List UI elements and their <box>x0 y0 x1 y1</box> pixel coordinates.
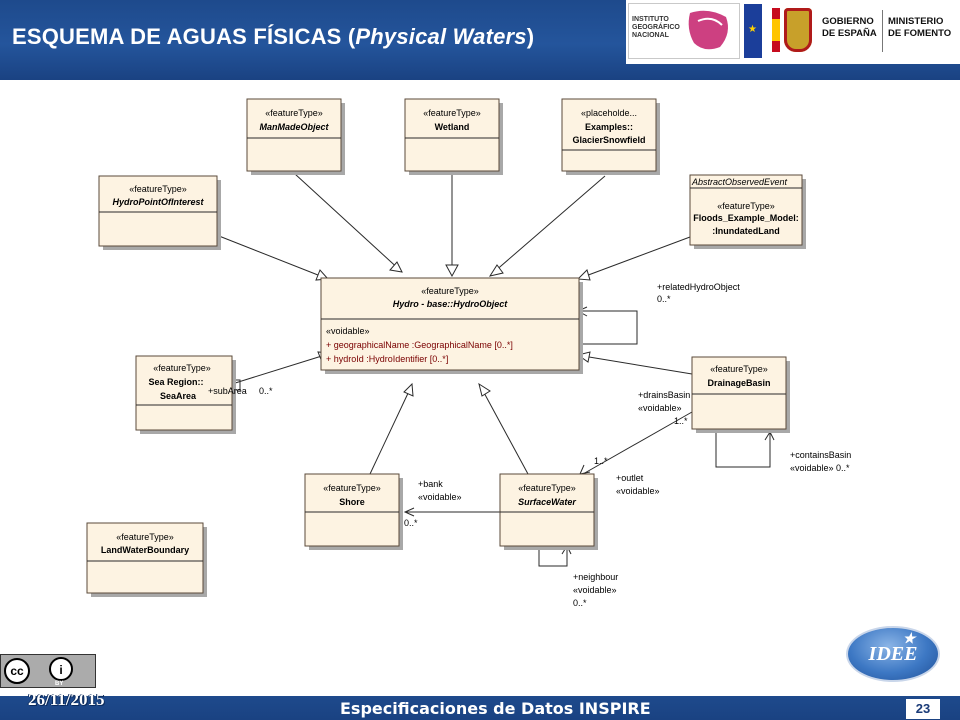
class-inundatedland: AbstractObservedEvent «featureType» Floo… <box>689 174 806 249</box>
svg-text:Hydro - base::HydroObject: Hydro - base::HydroObject <box>393 299 509 309</box>
svg-text:+ geographicalName :Geograp: + geographicalName :GeographicalName [0.… <box>326 340 513 350</box>
creative-commons-badge: cc i BY <box>0 654 96 688</box>
eu-flag-icon: ★ <box>744 4 762 58</box>
class-surfacewater: «featureType» SurfaceWater <box>499 473 598 550</box>
svg-text:Wetland: Wetland <box>435 122 470 132</box>
svg-text:AbstractObservedEvent: AbstractObservedEvent <box>691 177 788 187</box>
label-drainsbasin: +drainsBasin <box>638 390 690 400</box>
label-containsbasin: +containsBasin <box>790 450 851 460</box>
spain-flag-icon <box>772 8 780 52</box>
svg-text:Shore: Shore <box>339 497 365 507</box>
class-hydropointofinterest: «featureType» HydroPointOfInterest <box>98 175 221 250</box>
class-landwaterboundary: «featureType» LandWaterBoundary <box>86 522 207 597</box>
label-drainsbasin-mult: 1..* <box>674 416 688 426</box>
label-bank-mult: 0..* <box>404 518 418 528</box>
svg-text:ManMadeObject: ManMadeObject <box>259 122 329 132</box>
svg-text:«featureType»: «featureType» <box>116 532 174 542</box>
svg-text::InundatedLand: :InundatedLand <box>712 226 780 236</box>
svg-text:LandWaterBoundary: LandWaterBoundary <box>101 545 189 555</box>
class-drainagebasin: «featureType» DrainageBasin <box>691 356 790 433</box>
gobierno-logo: GOBIERNO DE ESPAÑA MINISTERIO DE FOMENTO <box>766 2 958 60</box>
label-outlet: +outlet <box>616 473 644 483</box>
label-drainsbasin-voidable: «voidable» <box>638 403 682 413</box>
class-wetland: «featureType» Wetland <box>404 98 503 175</box>
footer-title: Especificaciones de Datos INSPIRE <box>340 699 651 718</box>
class-hydroobject: «featureType» Hydro - base::HydroObject … <box>320 277 583 374</box>
svg-text:HydroPointOfInterest: HydroPointOfInterest <box>112 197 204 207</box>
label-subarea-mult: 0..* <box>259 386 273 396</box>
svg-text:Floods_Example_Model:: Floods_Example_Model: <box>693 213 799 223</box>
label-subarea: +subArea <box>208 386 247 396</box>
svg-text:Sea Region::: Sea Region:: <box>148 377 203 387</box>
footer-date: 26/11/2015 <box>28 690 105 709</box>
svg-text:SeaArea: SeaArea <box>160 391 197 401</box>
svg-text:«featureType»: «featureType» <box>265 108 323 118</box>
svg-text:DrainageBasin: DrainageBasin <box>707 378 770 388</box>
svg-text:«featureType»: «featureType» <box>129 184 187 194</box>
svg-text:«featureType»: «featureType» <box>421 286 479 296</box>
logos-area: INSTITUTO GEOGRÁFICO NACIONAL ★ GOBIERNO… <box>626 0 960 64</box>
label-neighbour-voidable: «voidable» <box>573 585 617 595</box>
class-seaarea: «featureType» Sea Region:: SeaArea <box>135 355 236 434</box>
svg-text:«placeholde...: «placeholde... <box>581 108 637 118</box>
label-neighbour-mult: 0..* <box>573 598 587 608</box>
svg-text:«featureType»: «featureType» <box>518 483 576 493</box>
svg-text:«featureType»: «featureType» <box>717 201 775 211</box>
label-bank-voidable: «voidable» <box>418 492 462 502</box>
attribution-icon: i <box>49 657 73 681</box>
label-related-mult: 0..* <box>657 294 671 304</box>
class-glacier: «placeholde... Examples:: GlacierSnowfie… <box>561 98 660 175</box>
idee-logo: ★ IDEE <box>846 626 940 682</box>
label-related: +relatedHydroObject <box>657 282 740 292</box>
svg-text:GlacierSnowfield: GlacierSnowfield <box>572 135 645 145</box>
coat-of-arms-icon <box>784 8 812 52</box>
svg-text:«featureType»: «featureType» <box>323 483 381 493</box>
uml-diagram: «featureType» ManMadeObject «featureType… <box>86 98 851 608</box>
label-outlet-mult: 1..* <box>594 456 608 466</box>
svg-text:SurfaceWater: SurfaceWater <box>518 497 576 507</box>
svg-text:Examples::: Examples:: <box>585 122 633 132</box>
svg-text:«featureType»: «featureType» <box>423 108 481 118</box>
svg-text:+ hydroId :HydroIdentifier: + hydroId :HydroIdentifier [0..*] <box>326 354 448 364</box>
ign-logo: INSTITUTO GEOGRÁFICO NACIONAL <box>628 3 740 59</box>
class-shore: «featureType» Shore <box>304 473 403 550</box>
ministerio-text: MINISTERIO DE FOMENTO <box>888 16 952 39</box>
svg-text:«featureType»: «featureType» <box>710 364 768 374</box>
class-manmadeobject: «featureType» ManMadeObject <box>246 98 345 175</box>
label-containsbasin-voidable: «voidable» 0..* <box>790 463 850 473</box>
footer-bar <box>0 696 960 720</box>
cc-icon: cc <box>4 658 30 684</box>
label-bank: +bank <box>418 479 443 489</box>
label-neighbour: +neighbour <box>573 572 618 582</box>
svg-text:«featureType»: «featureType» <box>153 363 211 373</box>
page-number: 23 <box>906 699 940 719</box>
gobierno-text: GOBIERNO DE ESPAÑA <box>822 16 877 39</box>
cc-by-label: BY <box>55 681 64 687</box>
label-outlet-voidable: «voidable» <box>616 486 660 496</box>
svg-text:«voidable»: «voidable» <box>326 326 370 336</box>
slide-title: ESQUEMA DE AGUAS FÍSICAS (Physical Water… <box>12 24 535 49</box>
